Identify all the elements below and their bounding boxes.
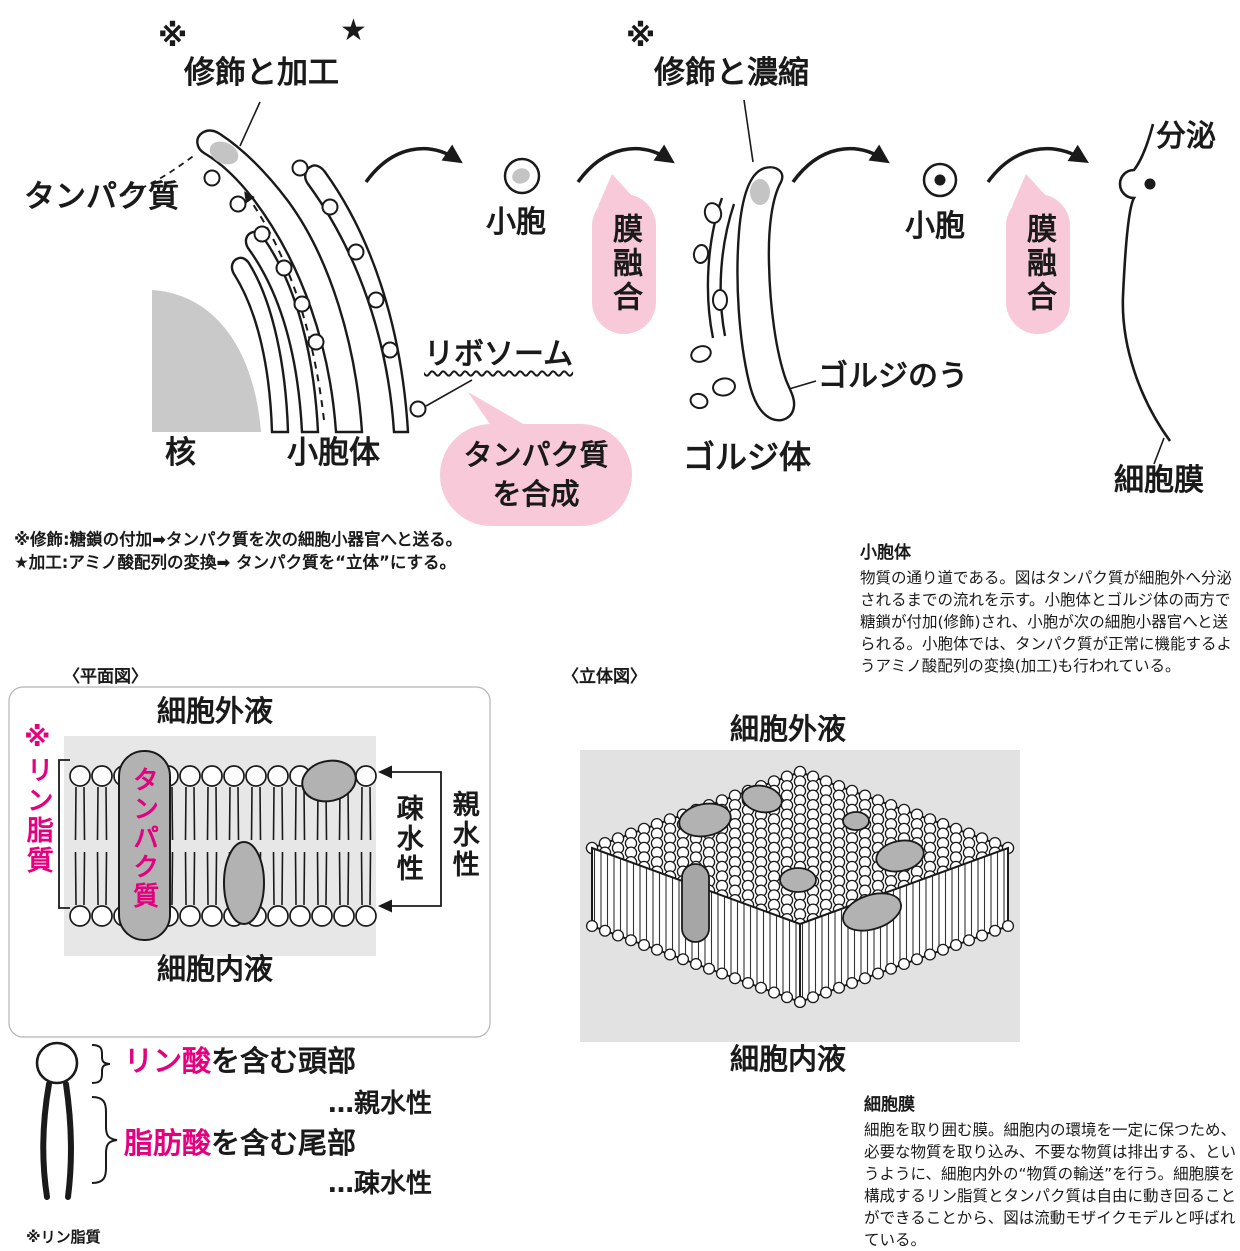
ribosome-label: リボソーム <box>424 337 574 372</box>
footnote-processing: ★加工:アミノ酸配列の変換➡ タンパク質を“立体”にする。 <box>14 553 456 572</box>
legend-head-rest: を含む頭部 <box>211 1044 357 1078</box>
tail-brace <box>91 1096 118 1184</box>
membrane-fusion-bubble-2: 膜融合 <box>1006 194 1070 334</box>
legend-head-highlight: リン酸 <box>124 1044 212 1078</box>
vesicle-2-label: 小胞 <box>905 209 965 244</box>
phospholipid-molecule <box>35 1041 79 1200</box>
golgi-sac-label: ゴルジのう <box>818 359 968 394</box>
membrane-note-body: 細胞を取り囲む膜。細胞内の環境を一定に保つため、必要な物質を取り込み、不要な物質… <box>864 1121 1237 1249</box>
nucleus-label: 核 <box>165 435 196 471</box>
legend-head-label: リン酸を含む頭部 <box>124 1044 357 1078</box>
er-label: 小胞体 <box>287 435 380 471</box>
footnote-modification: ※修飾:糖鎖の付加➡タンパク質を次の細胞小器官へと送る。 <box>14 530 463 549</box>
legend-tail-property: …疎水性 <box>328 1169 433 1199</box>
synthesis-bubble-line2: を合成 <box>492 477 580 511</box>
phospholipid-side-label: ※リン脂質 <box>21 722 53 876</box>
membrane-label-leader <box>1153 437 1165 465</box>
secreted-particle-dot <box>1144 178 1156 190</box>
note-mark-2: ※ <box>626 19 656 54</box>
ribosome-dots <box>203 159 427 418</box>
protein-label: タンパク質 <box>24 179 179 215</box>
plan-lipids-bottom-layer <box>69 851 377 927</box>
transport-vesicle-2 <box>922 162 958 198</box>
membrane-note-heading: 細胞膜 <box>864 1095 915 1115</box>
slab-proteins <box>678 784 925 943</box>
ribosome-label-leader <box>425 379 473 407</box>
intracellular-label-plan: 細胞内液 <box>157 952 274 986</box>
nucleus-shape <box>152 290 261 432</box>
concentration-label-leader <box>743 99 754 163</box>
cell-membrane-label: 細胞膜 <box>1114 463 1204 498</box>
protein-label-leader <box>119 153 197 197</box>
golgi-sac-leader <box>788 380 817 390</box>
plan-membrane-proteins <box>118 750 357 941</box>
modification-concentration-label: 修飾と濃縮 <box>654 55 809 91</box>
vesicle-1-label: 小胞 <box>486 205 546 240</box>
er-note-body: 物質の通り道である。図はタンパク質が細胞外へ分泌されるまでの流れを示す。小胞体と… <box>860 569 1233 675</box>
legend-tail-highlight: 脂肪酸 <box>124 1126 212 1160</box>
modified-protein-blob <box>209 141 239 165</box>
hydrophobic-label: 疎水性 <box>391 794 423 884</box>
phospholipid-label-text: リン脂質 <box>21 756 53 876</box>
er-note-block: 小胞体 物質の通り道である。図はタンパク質が細胞外へ分泌されるまでの流れを示す。… <box>860 538 1234 677</box>
legend-footnote: ※リン脂質 <box>26 1228 101 1246</box>
hydrophilic-bracket <box>378 765 442 913</box>
modification-processing-label: 修飾と加工 <box>184 55 339 91</box>
modification-label-leader <box>239 101 261 147</box>
er-membranes <box>196 129 410 434</box>
star-mark: ★ <box>340 13 367 48</box>
transport-vesicle-1 <box>503 157 541 195</box>
cell-membrane-curve <box>1118 123 1172 442</box>
legend-tail-label: 脂肪酸を含む尾部 <box>124 1126 357 1160</box>
membrane-note-block: 細胞膜 細胞を取り囲む膜。細胞内の環境を一定に保つため、必要な物質を取り込み、不… <box>864 1090 1238 1251</box>
golgi-apparatus <box>689 166 796 422</box>
legend-head-property: …親水性 <box>328 1089 433 1119</box>
extracellular-label-solid: 細胞外液 <box>730 712 847 746</box>
phospholipid-note-mark: ※ <box>21 722 53 756</box>
solid-view-caption: 〈立体図〉 <box>562 667 647 687</box>
secretion-label: 分泌 <box>1156 119 1216 154</box>
golgi-body-label: ゴルジ体 <box>683 438 812 476</box>
intracellular-label-solid: 細胞内液 <box>730 1042 847 1076</box>
synthesis-bubble-line1: タンパク質 <box>463 437 609 472</box>
hydrophilic-label: 親水性 <box>447 790 479 880</box>
membrane-slab <box>585 765 1015 1009</box>
plan-panel-border <box>8 686 491 1038</box>
note-mark-1: ※ <box>158 19 188 54</box>
legend-tail-rest: を含む尾部 <box>211 1126 357 1160</box>
plan-protein-label: タンパク質 <box>128 766 159 911</box>
protein-synthesis-bubble: タンパク質 を合成 <box>440 424 632 526</box>
membrane-fusion-text-1: 膜融合 <box>607 213 642 315</box>
head-brace <box>91 1044 111 1084</box>
membrane-fusion-text-2: 膜融合 <box>1021 213 1056 315</box>
flow-arrows <box>364 144 1089 184</box>
extracellular-label-plan: 細胞外液 <box>157 694 274 728</box>
plan-view-caption: 〈平面図〉 <box>63 667 148 687</box>
phospholipid-bracket-left <box>58 759 70 909</box>
secretion-path-dashed <box>244 191 325 421</box>
er-note-heading: 小胞体 <box>860 543 911 563</box>
membrane-fusion-bubble-1: 膜融合 <box>592 194 656 334</box>
